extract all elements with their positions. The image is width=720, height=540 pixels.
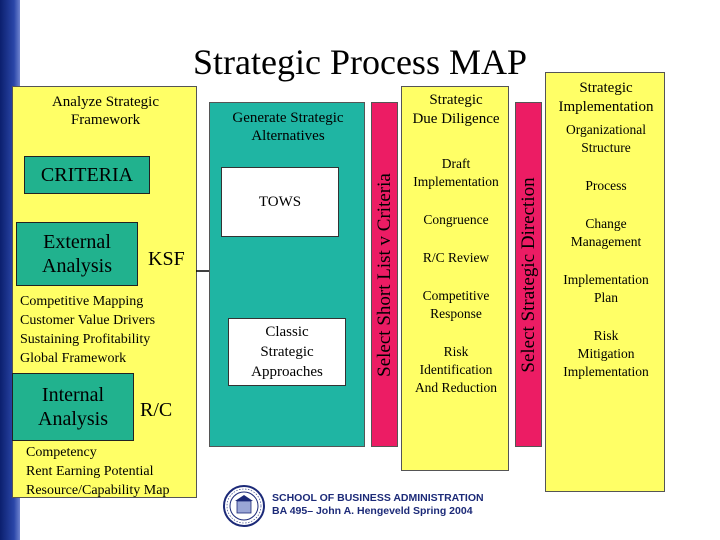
classic-approaches-box: Classic Strategic Approaches [228, 318, 346, 386]
criteria-box: CRITERIA [24, 156, 150, 194]
due-diligence-items: Draft Implementation Congruence R/C Revi… [402, 155, 510, 417]
list-item: Resource/Capability Map [26, 483, 170, 498]
analyze-framework-heading: Analyze Strategic Framework [51, 94, 160, 128]
tows-box: TOWS [221, 167, 339, 237]
footer: SCHOOL OF BUSINESS ADMINISTRATION BA 495… [222, 484, 522, 528]
university-seal-icon [223, 485, 265, 527]
list-item: Change Management [570, 216, 642, 249]
list-item: R/C Review [422, 250, 490, 265]
list-item: Process [585, 178, 627, 193]
rc-label: R/C [140, 399, 173, 421]
list-item: Competitive Mapping [20, 294, 144, 309]
generate-alternatives-heading: Generate Strategic Alternatives [232, 110, 344, 144]
list-item: Draft Implementation [413, 156, 499, 189]
select-direction-bar: Select Strategic Direction [515, 102, 542, 447]
due-diligence-heading: Strategic Due Diligence [412, 92, 500, 127]
list-item: Congruence [423, 212, 489, 227]
list-item: Competitive Response [422, 288, 490, 321]
implementation-heading: Strategic Implementation [558, 80, 654, 115]
internal-items-list: Competency Rent Earning Potential Resour… [26, 443, 169, 500]
internal-analysis-box: Internal Analysis [12, 373, 134, 441]
implementation-box: Strategic Implementation Organizational … [545, 72, 665, 492]
list-item: Sustaining Profitability [20, 332, 151, 347]
external-analysis-box: External Analysis [16, 222, 138, 286]
list-item: Global Framework [20, 351, 127, 366]
due-diligence-box: Strategic Due Diligence Draft Implementa… [401, 86, 509, 471]
ksf-label: KSF [148, 248, 185, 270]
list-item: Competency [26, 445, 97, 460]
select-short-list-bar: Select Short List v Criteria [371, 102, 398, 447]
list-item: Customer Value Drivers [20, 313, 156, 328]
list-item: Risk Identification And Reduction [414, 344, 498, 395]
list-item: Implementation Plan [563, 272, 649, 305]
list-item: Risk Mitigation Implementation [563, 328, 649, 379]
external-items-list: Competitive Mapping Customer Value Drive… [20, 292, 155, 368]
footer-text: SCHOOL OF BUSINESS ADMINISTRATION BA 495… [272, 492, 484, 517]
list-item: Organizational Structure [566, 122, 646, 155]
list-item: Rent Earning Potential [26, 464, 154, 479]
implementation-items: Organizational Structure Process Change … [546, 121, 666, 401]
generate-alternatives-box: Generate Strategic Alternatives [209, 102, 365, 447]
page-title: Strategic Process MAP [193, 42, 527, 82]
